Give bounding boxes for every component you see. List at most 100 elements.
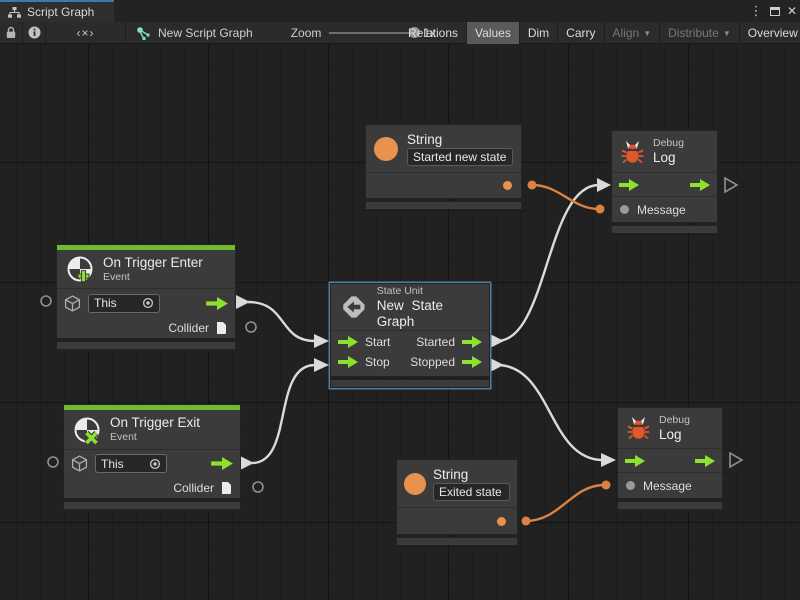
- wire-arrowhead: [314, 334, 329, 348]
- window-close-button[interactable]: ✕: [786, 4, 798, 18]
- on-trigger-enter-icon: [67, 256, 93, 283]
- wire-exit-to-stop[interactable]: [251, 363, 316, 465]
- align-dropdown[interactable]: Align▼: [605, 22, 661, 44]
- flow-output-arrow[interactable]: [462, 355, 482, 368]
- input-port-circle[interactable]: [47, 456, 59, 468]
- port-label: Collider: [173, 480, 214, 495]
- value-inspection-toggle[interactable]: ‹×›: [46, 22, 126, 43]
- wire-string-bottom-to-message[interactable]: [525, 483, 605, 523]
- maximize-icon: [770, 6, 780, 16]
- wire-enter-to-start[interactable]: [247, 300, 316, 343]
- node-debug-log-top[interactable]: Debug Log Message: [611, 130, 718, 234]
- flow-output-arrow[interactable]: [690, 178, 710, 191]
- node-footer: [56, 341, 236, 350]
- wire-started-to-debug-top[interactable]: [496, 183, 600, 343]
- flow-input-arrow[interactable]: [338, 336, 358, 348]
- on-trigger-exit-icon: [74, 417, 100, 444]
- wire-endpoint-dot[interactable]: [595, 204, 605, 214]
- node-footer: [611, 225, 718, 234]
- bug-icon: [621, 140, 644, 163]
- event-header-strip: [57, 245, 235, 250]
- chevron-down-icon: ▼: [643, 28, 652, 38]
- collider-value-icon[interactable]: [221, 481, 232, 495]
- collider-port-circle[interactable]: [245, 321, 257, 333]
- tab-script-graph[interactable]: Script Graph: [0, 0, 114, 22]
- wire-arrowhead: [314, 358, 329, 372]
- flow-output-arrow[interactable]: [462, 336, 482, 348]
- target-value: This: [101, 456, 124, 471]
- script-graph-icon: [137, 26, 150, 40]
- target-object-dropdown[interactable]: This: [95, 454, 167, 473]
- string-output-port[interactable]: [503, 181, 512, 190]
- node-footer: [396, 537, 518, 546]
- graph-canvas[interactable]: String: [0, 44, 800, 600]
- wire-source-triangle[interactable]: [490, 358, 504, 372]
- flow-output-port-triangle[interactable]: [724, 176, 739, 194]
- wire-source-triangle[interactable]: [490, 334, 504, 348]
- node-on-trigger-exit[interactable]: On Trigger Exit Event This: [63, 404, 241, 510]
- node-subtitle: Event: [103, 270, 130, 283]
- input-port-circle[interactable]: [40, 295, 52, 307]
- zoom-slider[interactable]: [329, 26, 421, 38]
- wire-string-top-to-message[interactable]: [531, 183, 600, 211]
- message-input-port[interactable]: [620, 205, 629, 214]
- string-output-port[interactable]: [497, 516, 506, 526]
- graph-toolbar: ‹×› New Script Graph Zoom 1x Relations V…: [0, 22, 800, 44]
- string-value-input[interactable]: [407, 147, 513, 166]
- wire-arrowhead: [597, 178, 611, 192]
- zoom-slider-handle[interactable]: [409, 26, 421, 38]
- object-picker-icon[interactable]: [149, 458, 161, 470]
- graph-breadcrumb[interactable]: New Script Graph: [126, 22, 263, 43]
- info-button[interactable]: [23, 22, 46, 43]
- wire-endpoint-dot[interactable]: [521, 516, 531, 526]
- flow-output-arrow[interactable]: [211, 457, 233, 470]
- node-on-trigger-enter[interactable]: On Trigger Enter Event This: [56, 244, 236, 350]
- collider-port-circle[interactable]: [252, 481, 264, 493]
- values-button[interactable]: Values: [467, 22, 520, 44]
- node-footer: [63, 501, 241, 510]
- tab-title: Script Graph: [27, 5, 95, 19]
- dim-button[interactable]: Dim: [520, 22, 559, 44]
- flow-input-arrow[interactable]: [619, 178, 639, 191]
- wire-source-triangle[interactable]: [240, 456, 254, 470]
- event-header-strip: [64, 405, 240, 410]
- gameobject-cube-icon: [71, 455, 88, 472]
- wire-arrowhead: [601, 453, 616, 467]
- wire-endpoint-dot[interactable]: [601, 480, 611, 490]
- node-debug-log-bottom[interactable]: Debug Log Message: [617, 407, 723, 510]
- window-maximize-button[interactable]: [766, 0, 784, 22]
- port-label: Stop: [365, 354, 390, 369]
- port-label: Message: [637, 202, 686, 217]
- wire-endpoint-dot[interactable]: [527, 180, 537, 190]
- lock-button[interactable]: [0, 22, 23, 43]
- node-title: On Trigger Exit: [110, 415, 201, 430]
- relations-button[interactable]: Relations: [400, 22, 468, 44]
- overview-button[interactable]: Overview: [740, 22, 800, 44]
- target-object-dropdown[interactable]: This: [88, 293, 160, 313]
- window-menu-button[interactable]: ⋮: [749, 3, 763, 18]
- node-kind: Debug: [653, 137, 684, 149]
- message-input-port[interactable]: [626, 481, 635, 490]
- wire-stopped-to-debug-bottom[interactable]: [496, 363, 604, 462]
- node-string-bottom[interactable]: String: [396, 459, 518, 546]
- chevron-down-icon: ▼: [722, 28, 731, 38]
- node-footer: [617, 501, 723, 510]
- flow-input-arrow[interactable]: [338, 355, 358, 368]
- carry-button[interactable]: Carry: [558, 22, 605, 44]
- collider-value-icon[interactable]: [216, 321, 227, 335]
- flow-output-arrow[interactable]: [206, 296, 228, 310]
- node-title: String: [433, 466, 469, 482]
- node-state-unit[interactable]: State Unit New State Graph Start Started…: [330, 283, 490, 388]
- node-string-top[interactable]: String: [365, 124, 522, 210]
- node-kind: State Unit: [376, 284, 423, 297]
- object-picker-icon[interactable]: [142, 297, 154, 309]
- gameobject-cube-icon: [64, 294, 81, 312]
- flow-input-arrow[interactable]: [625, 454, 645, 467]
- string-value-input[interactable]: [433, 482, 510, 501]
- flow-output-port-triangle[interactable]: [729, 451, 744, 469]
- node-footer: [365, 201, 522, 210]
- flow-output-arrow[interactable]: [695, 454, 715, 467]
- distribute-dropdown[interactable]: Distribute▼: [660, 22, 740, 44]
- zoom-control: Zoom 1x: [291, 22, 436, 43]
- wire-source-triangle[interactable]: [236, 295, 250, 309]
